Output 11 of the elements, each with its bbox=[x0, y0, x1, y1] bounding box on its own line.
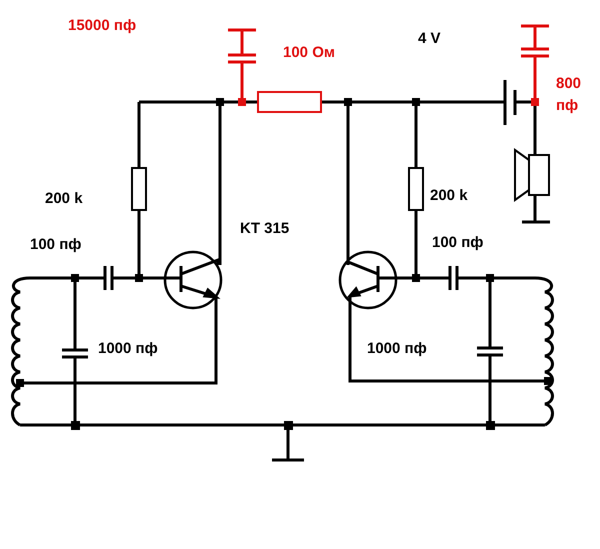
resistor-value: 200 k bbox=[430, 187, 468, 205]
transistor-label: KT 315 bbox=[240, 220, 290, 238]
capacitor-value: 1000 пф bbox=[98, 340, 158, 358]
capacitor-value: 100 пф bbox=[432, 234, 484, 252]
capacitor-value: 1000 пф bbox=[367, 340, 427, 358]
capacitor-value: 15000 пф bbox=[68, 17, 136, 35]
resistor-value: 200 k bbox=[45, 190, 83, 208]
capacitor-value: 100 пф bbox=[30, 236, 82, 254]
resistor-value: 100 Ом bbox=[283, 44, 335, 62]
voltage-label: 4 V bbox=[418, 30, 441, 48]
capacitor-value: 800 пф bbox=[556, 74, 582, 116]
